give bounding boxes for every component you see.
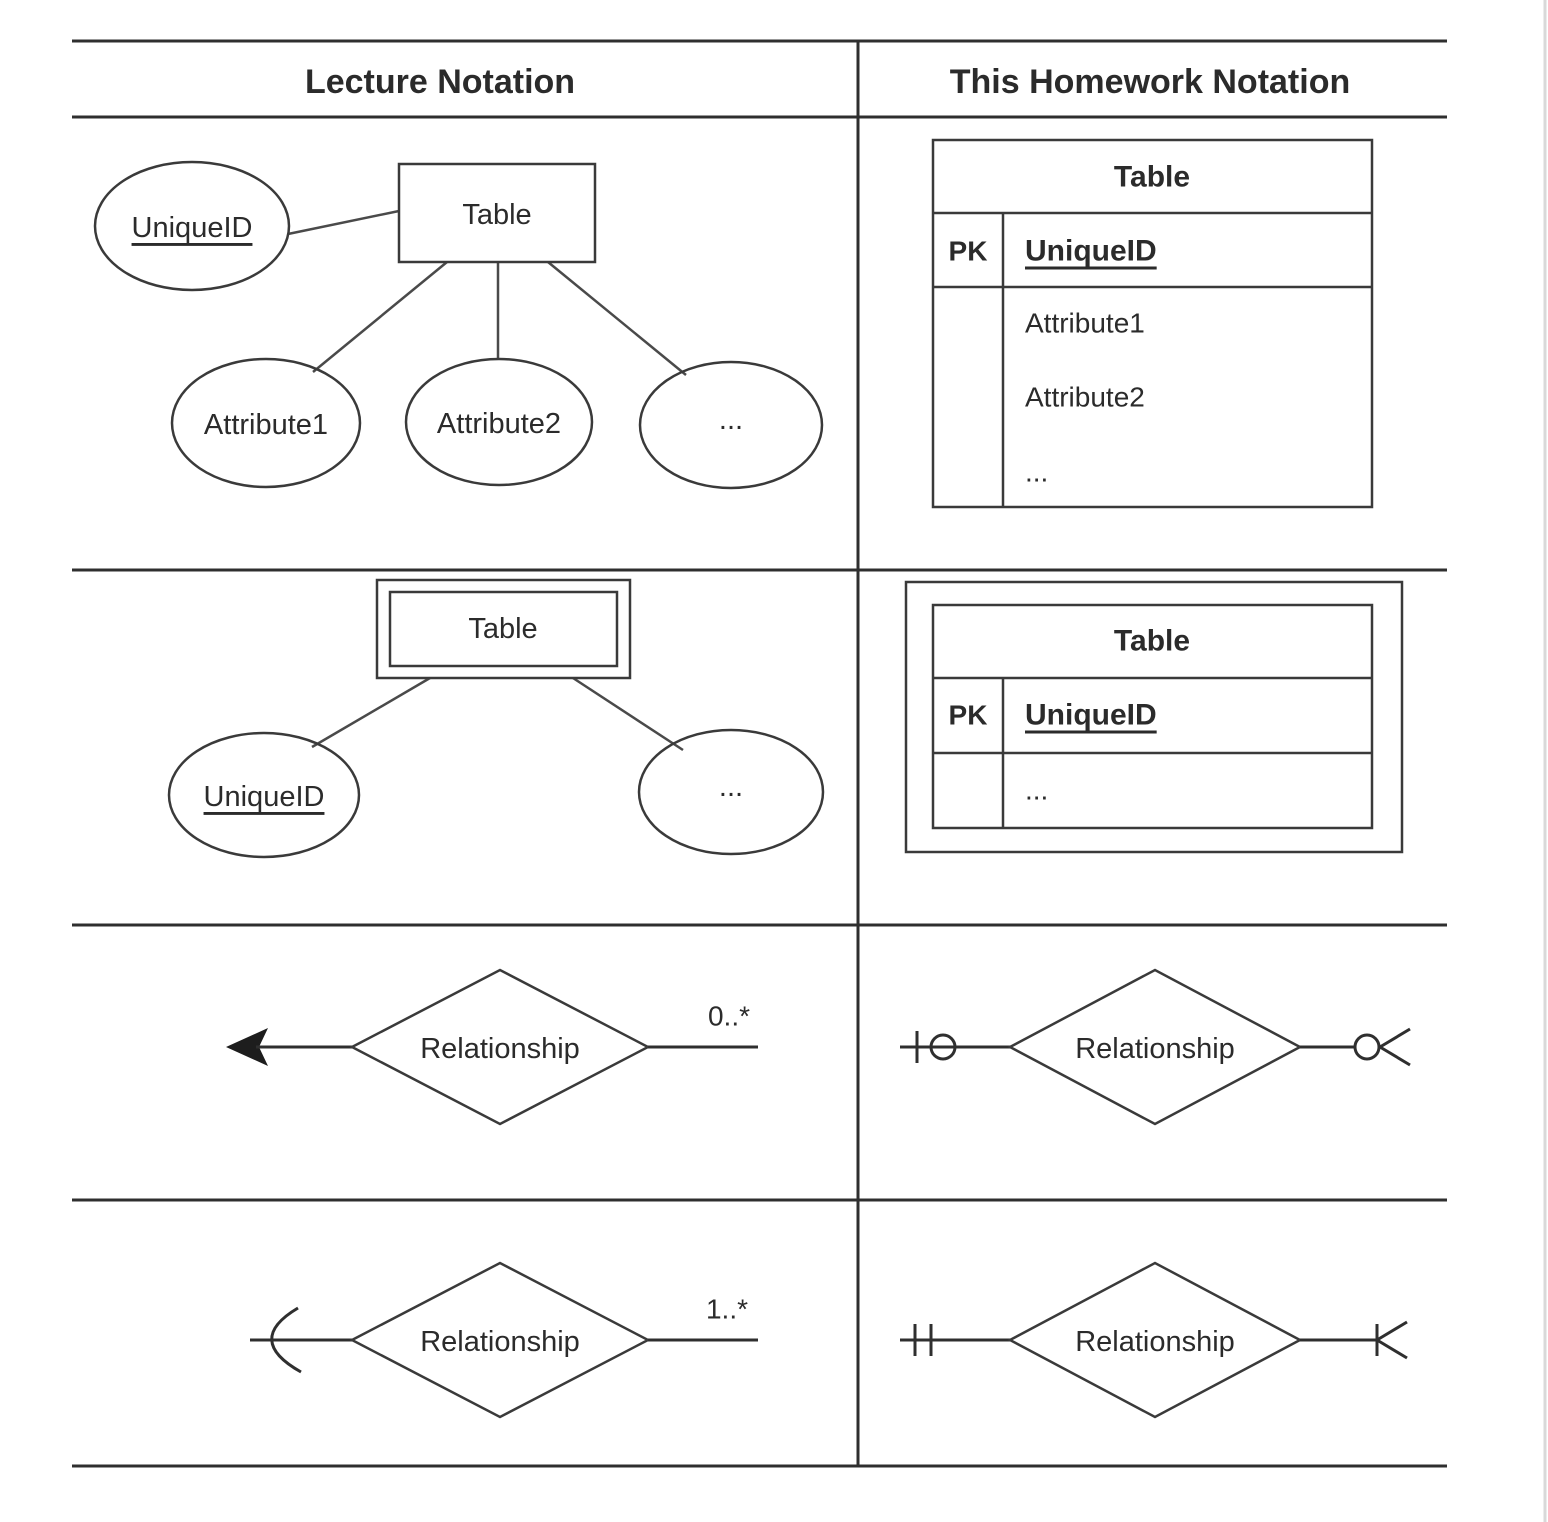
weak-entity-label: Table xyxy=(468,613,537,645)
relationship-label: Relationship xyxy=(420,1033,580,1065)
more-attributes-ellipse xyxy=(637,728,825,856)
connector-table-ellipsis xyxy=(572,676,684,752)
weak-schema-outer-box xyxy=(904,580,1404,854)
row3-homework-diagram: Relationship xyxy=(900,968,1411,1126)
weak-entity-inner-rect xyxy=(388,590,619,668)
cardinality-label: 0..* xyxy=(708,1001,750,1032)
attribute1-label: Attribute1 xyxy=(204,409,328,441)
arrow-icon xyxy=(226,1028,268,1066)
pk-field-label: UniqueID xyxy=(1025,235,1157,268)
connector-uniqueid-table xyxy=(287,209,400,236)
column-header-lecture: Lecture Notation xyxy=(305,63,575,101)
schema-title: Table xyxy=(1114,625,1190,658)
pk-field-label: UniqueID xyxy=(1025,699,1157,732)
weak-schema-box xyxy=(931,603,1374,830)
table-grid xyxy=(72,0,1547,1522)
schema-box xyxy=(931,138,1374,509)
more-attributes-label: ... xyxy=(719,404,743,436)
field-ellipsis: ... xyxy=(1025,775,1048,806)
row1-homework-table: Table PK UniqueID Attribute1 Attribute2 … xyxy=(931,138,1374,509)
row2-homework-table: Table PK UniqueID ... xyxy=(904,580,1404,854)
attribute2-label: Attribute2 xyxy=(437,408,561,440)
double-bar-icon xyxy=(913,1324,933,1356)
field-ellipsis: ... xyxy=(1025,457,1048,488)
zero-circle-icon xyxy=(1353,1033,1381,1061)
entity-label: Table xyxy=(462,199,531,231)
pk-label: PK xyxy=(949,700,988,731)
uniqueid-label: UniqueID xyxy=(132,212,253,244)
row4-homework-diagram: Relationship xyxy=(900,1261,1408,1419)
field-attribute1: Attribute1 xyxy=(1025,308,1145,339)
uniqueid-ellipse xyxy=(167,731,361,859)
field-attribute2: Attribute2 xyxy=(1025,382,1145,413)
attribute2-ellipse xyxy=(404,357,594,487)
row2-lecture-diagram: Table UniqueID ... xyxy=(167,578,825,859)
relationship-label: Relationship xyxy=(1075,1033,1235,1065)
weak-entity-outer-rect xyxy=(375,578,632,680)
connector-table-uniqueid xyxy=(311,676,431,749)
schema-title: Table xyxy=(1114,161,1190,194)
row3-lecture-diagram: Relationship 0..* xyxy=(226,968,758,1126)
uniqueid-label: UniqueID xyxy=(204,781,325,813)
column-header-homework: This Homework Notation xyxy=(950,63,1350,101)
uniqueid-ellipse xyxy=(93,160,291,292)
relationship-label: Relationship xyxy=(1075,1326,1235,1358)
connector-table-ellipsis xyxy=(547,261,687,376)
connector-table-attribute1 xyxy=(312,261,448,373)
row1-lecture-diagram: UniqueID Table Attribute1 Attribute2 ... xyxy=(93,160,824,490)
pk-label: PK xyxy=(949,236,988,267)
cardinality-label: 1..* xyxy=(706,1294,748,1325)
relationship-label: Relationship xyxy=(420,1326,580,1358)
row4-lecture-diagram: Relationship 1..* xyxy=(250,1261,758,1419)
zero-circle-icon xyxy=(929,1033,957,1061)
entity-rect xyxy=(397,162,597,264)
more-attributes-label: ... xyxy=(719,771,743,803)
more-attributes-ellipse xyxy=(638,360,824,490)
crowsfoot-many-icon xyxy=(1379,1027,1411,1067)
attribute1-ellipse xyxy=(170,357,362,489)
bar-crowsfoot-many-icon xyxy=(1375,1320,1408,1360)
